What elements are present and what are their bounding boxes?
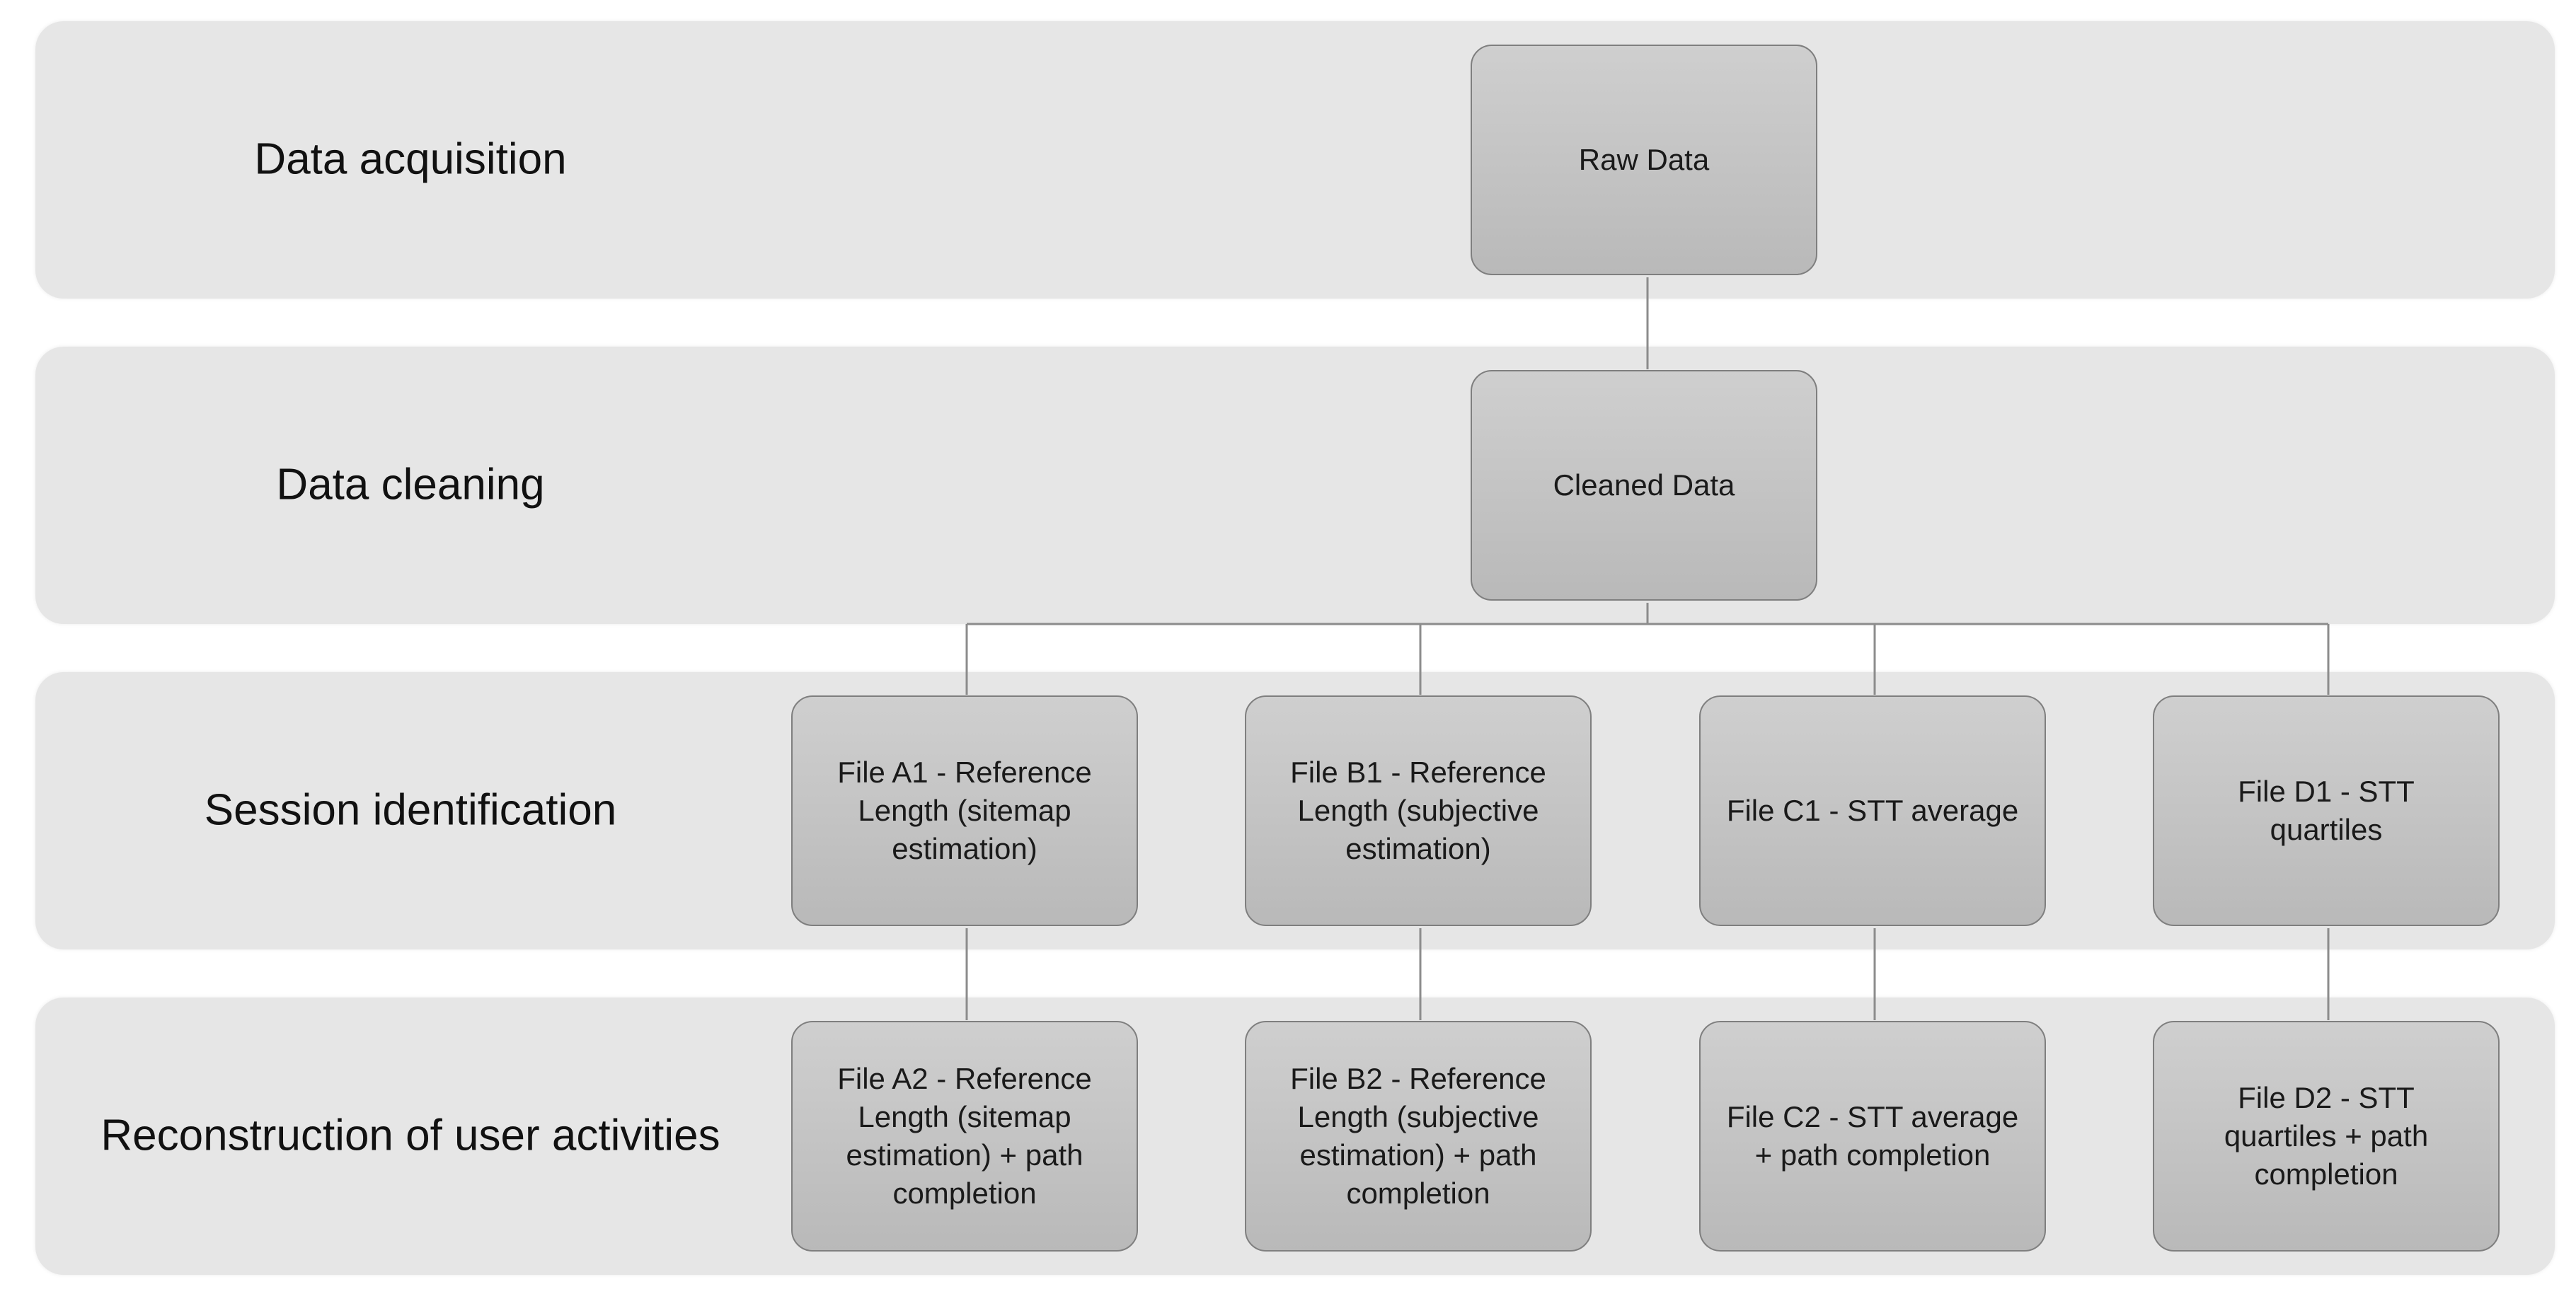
layer-band-data-acquisition — [35, 21, 2555, 299]
layer-label-data-cleaning: Data cleaning — [276, 460, 545, 509]
node-file-b1: File B1 - Reference Length (subjective e… — [1245, 695, 1592, 926]
node-file-c1: File C1 - STT average — [1699, 695, 2046, 926]
layer-label-data-acquisition: Data acquisition — [254, 134, 567, 184]
layer-label-reconstruction: Reconstruction of user activities — [100, 1111, 720, 1160]
node-cleaned-data: Cleaned Data — [1471, 370, 1817, 601]
node-file-c2: File C2 - STT average + path completion — [1699, 1021, 2046, 1252]
node-raw-data: Raw Data — [1471, 45, 1817, 275]
layer-label-session-identification: Session identification — [204, 785, 617, 835]
node-file-d2: File D2 - STT quartiles + path completio… — [2153, 1021, 2500, 1252]
node-file-d1: File D1 - STT quartiles — [2153, 695, 2500, 926]
layer-band-data-cleaning — [35, 347, 2555, 624]
node-file-b2: File B2 - Reference Length (subjective e… — [1245, 1021, 1592, 1252]
node-file-a2: File A2 - Reference Length (sitemap esti… — [791, 1021, 1138, 1252]
node-file-a1: File A1 - Reference Length (sitemap esti… — [791, 695, 1138, 926]
